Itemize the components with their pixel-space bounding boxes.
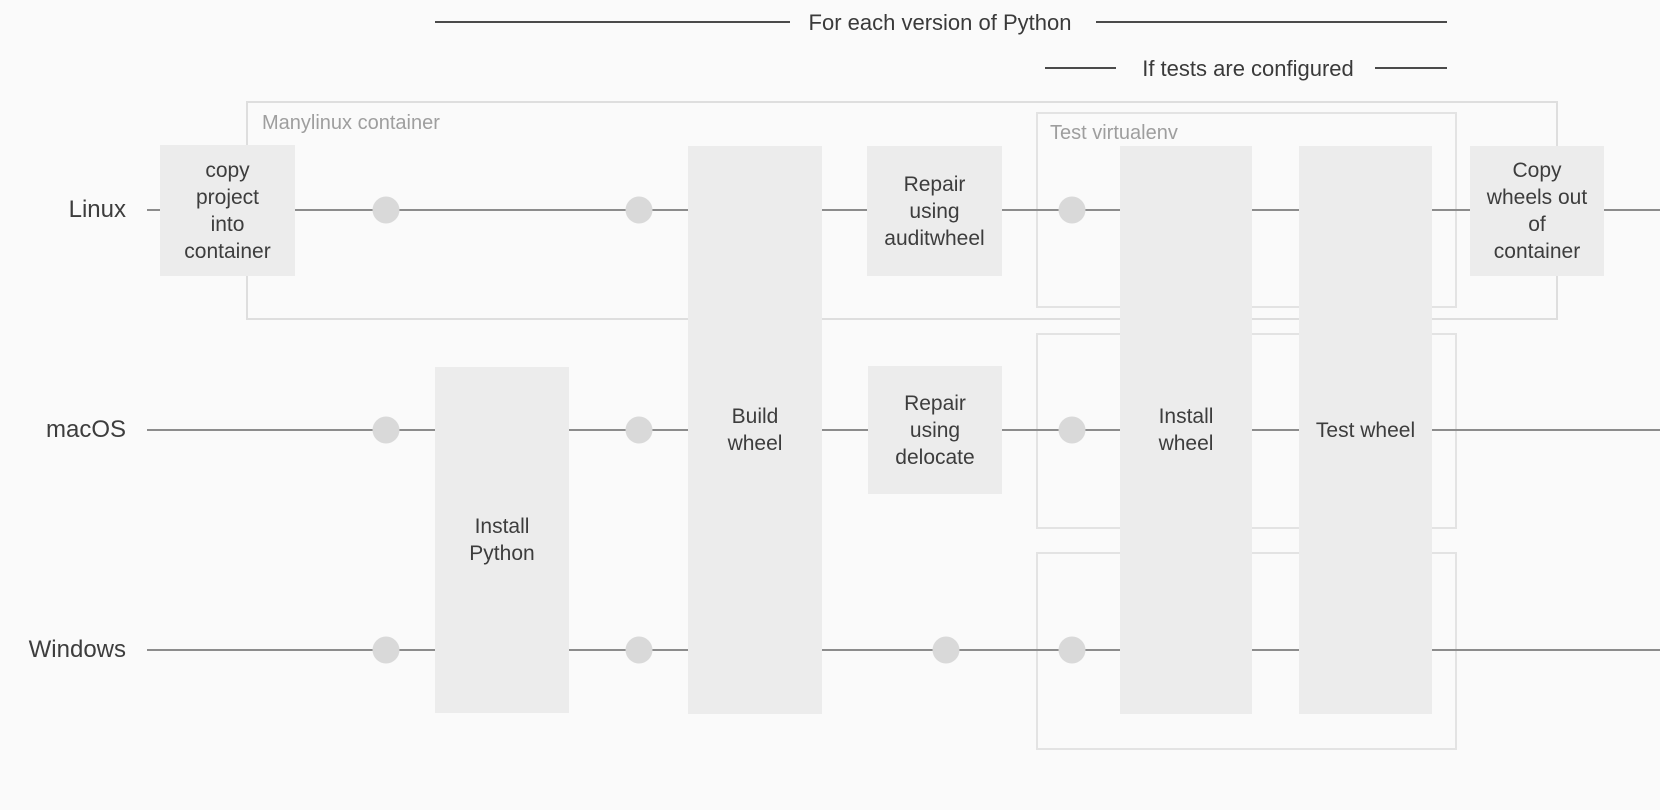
step-copy-wheels-out-of-container: Copy wheels out of container (1470, 146, 1604, 276)
bracket-line-for-each-python-left (435, 21, 790, 23)
step-repair-using-auditwheel: Repair using auditwheel (867, 146, 1002, 276)
node-dot (1058, 636, 1086, 664)
step-copy-project-into-container: copy project into container (160, 145, 295, 276)
manylinux-container-label: Manylinux container (262, 112, 440, 134)
lane-line-windows (147, 649, 1660, 651)
bracket-line-for-each-python-right (1096, 21, 1447, 23)
node-dot (625, 196, 653, 224)
step-install-wheel: Install wheel (1120, 146, 1252, 714)
node-dot (1058, 416, 1086, 444)
node-dot (932, 636, 960, 664)
step-repair-using-delocate: Repair using delocate (868, 366, 1002, 494)
node-dot (1058, 196, 1086, 224)
bracket-line-if-tests-left (1045, 67, 1116, 69)
lane-label-macos: macOS (45, 416, 126, 443)
node-dot (372, 636, 400, 664)
step-install-python: Install Python (435, 367, 569, 713)
lane-label-linux: Linux (68, 196, 126, 223)
step-build-wheel: Build wheel (688, 146, 822, 714)
node-dot (625, 416, 653, 444)
step-test-wheel: Test wheel (1299, 146, 1432, 714)
node-dot (372, 196, 400, 224)
lane-label-windows: Windows (28, 636, 126, 663)
bracket-line-if-tests-right (1375, 67, 1447, 69)
bracket-label-if-tests: If tests are configured (1142, 56, 1354, 81)
node-dot (625, 636, 653, 664)
test-virtualenv-label: Test virtualenv (1050, 122, 1178, 144)
node-dot (372, 416, 400, 444)
bracket-label-for-each-python: For each version of Python (808, 10, 1072, 35)
